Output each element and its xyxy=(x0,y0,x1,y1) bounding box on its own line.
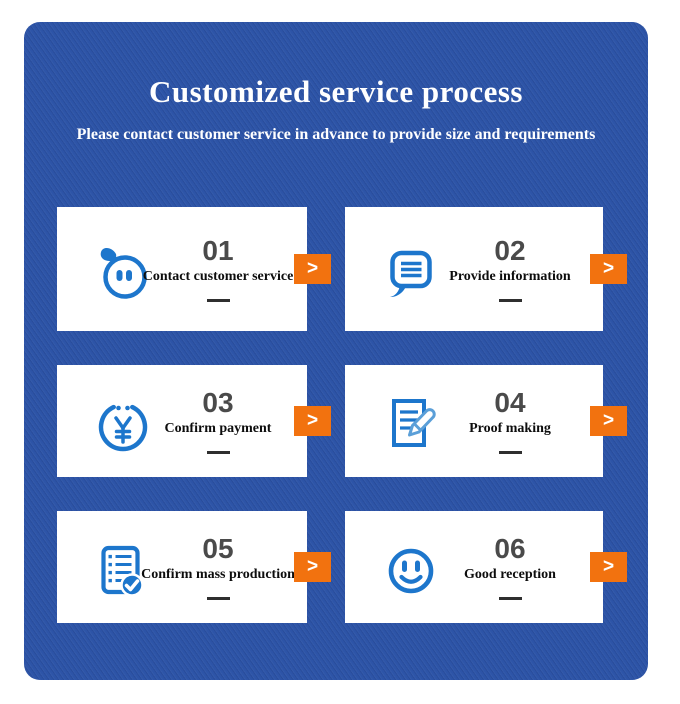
step-label: Confirm payment xyxy=(164,421,272,437)
coin-yuan-icon xyxy=(91,393,155,457)
message-bubble-icon xyxy=(379,241,443,305)
step-number: 06 xyxy=(494,532,526,564)
step-card-02: 02 Provide information > xyxy=(345,207,627,331)
next-arrow-button[interactable]: > xyxy=(590,406,627,436)
step-card-01: 01 Contact customer service > xyxy=(57,207,331,331)
step-label: Provide information xyxy=(449,269,571,285)
underline-dash xyxy=(498,299,522,303)
steps-grid: 01 Contact customer service > xyxy=(57,207,627,623)
step-content: 01 Contact customer service xyxy=(143,234,307,303)
step-card-04: 04 Proof making > xyxy=(345,365,627,477)
step-card-06: 06 Good reception > xyxy=(345,511,627,623)
step-card-05: 05 Confirm mass production > xyxy=(57,511,331,623)
next-arrow-button[interactable]: > xyxy=(294,552,331,582)
step-label: Contact customer service xyxy=(142,269,294,285)
underline-dash xyxy=(498,451,522,455)
document-pencil-icon xyxy=(379,393,443,457)
underline-dash xyxy=(206,299,230,303)
step-content: 03 Confirm payment xyxy=(155,386,307,455)
checklist-check-icon xyxy=(91,539,155,603)
step-card-03: 03 Confirm payment > xyxy=(57,365,331,477)
next-arrow-button[interactable]: > xyxy=(294,254,331,284)
step-label: Confirm mass production xyxy=(141,567,295,583)
step-number: 05 xyxy=(202,532,234,564)
next-arrow-button[interactable]: > xyxy=(590,552,627,582)
step-number: 03 xyxy=(202,386,234,418)
step-content: 02 Provide information xyxy=(443,234,603,303)
underline-dash xyxy=(206,597,230,601)
process-panel: Customized service process Please contac… xyxy=(24,22,648,680)
step-content: 06 Good reception xyxy=(443,532,603,601)
page-subtitle: Please contact customer service in advan… xyxy=(76,126,596,143)
underline-dash xyxy=(206,451,230,455)
page-title: Customized service process xyxy=(148,74,523,109)
step-label: Proof making xyxy=(469,421,551,437)
underline-dash xyxy=(498,597,522,601)
step-label: Good reception xyxy=(464,567,556,583)
step-number: 01 xyxy=(202,234,234,266)
next-arrow-button[interactable]: > xyxy=(294,406,331,436)
step-content: 05 Confirm mass production xyxy=(141,532,307,601)
step-number: 02 xyxy=(494,234,526,266)
smiley-face-icon xyxy=(379,539,443,603)
step-number: 04 xyxy=(494,386,526,418)
step-content: 04 Proof making xyxy=(443,386,603,455)
next-arrow-button[interactable]: > xyxy=(590,254,627,284)
chat-face-icon xyxy=(91,241,155,305)
